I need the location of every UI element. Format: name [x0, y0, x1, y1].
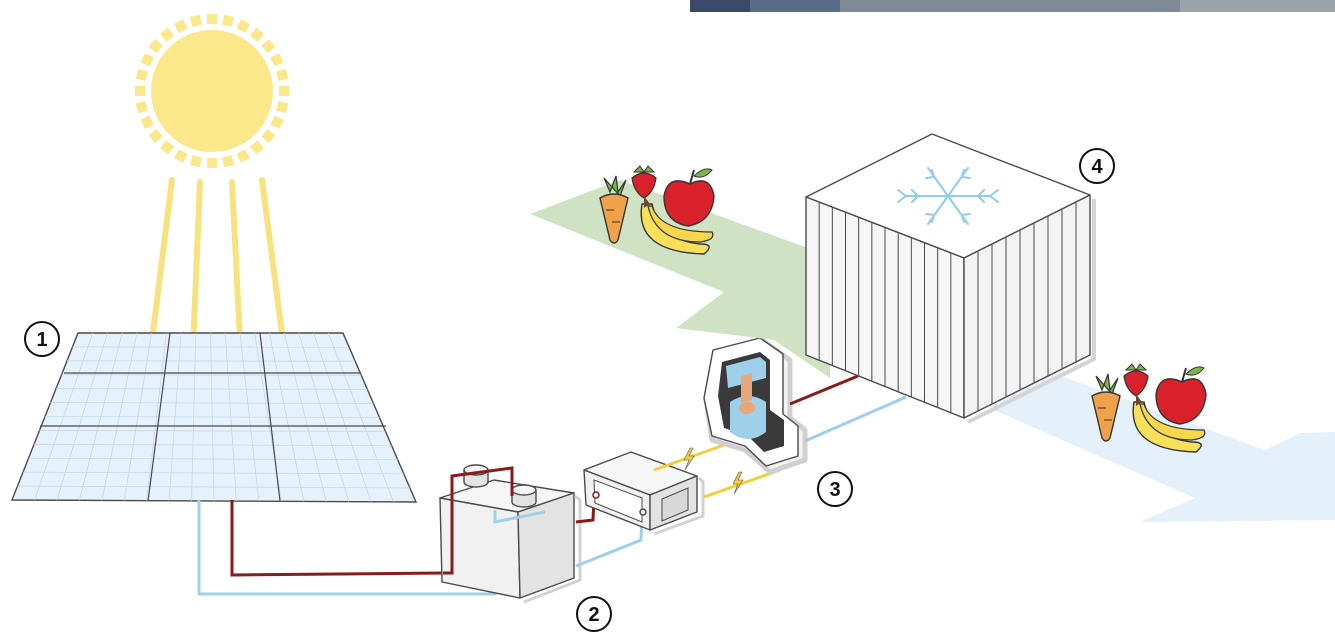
step-marker-2: 2	[577, 597, 611, 631]
solar-panel-icon	[12, 333, 416, 502]
step-label-1: 1	[36, 329, 47, 351]
apple-icon	[664, 169, 714, 226]
apple-icon	[1156, 367, 1206, 424]
battery-icon	[440, 465, 580, 602]
step-label-3: 3	[829, 479, 840, 501]
strawberry-icon	[1124, 364, 1148, 396]
inverter-icon	[584, 452, 703, 534]
photo-strip	[690, 0, 1335, 12]
step-label-4: 4	[1091, 156, 1103, 178]
compressor-icon	[704, 338, 805, 472]
step-label-2: 2	[588, 604, 599, 626]
step-marker-4: 4	[1080, 149, 1114, 183]
step-marker-1: 1	[25, 322, 59, 356]
step-marker-3: 3	[818, 472, 852, 506]
sun-icon	[135, 14, 289, 168]
